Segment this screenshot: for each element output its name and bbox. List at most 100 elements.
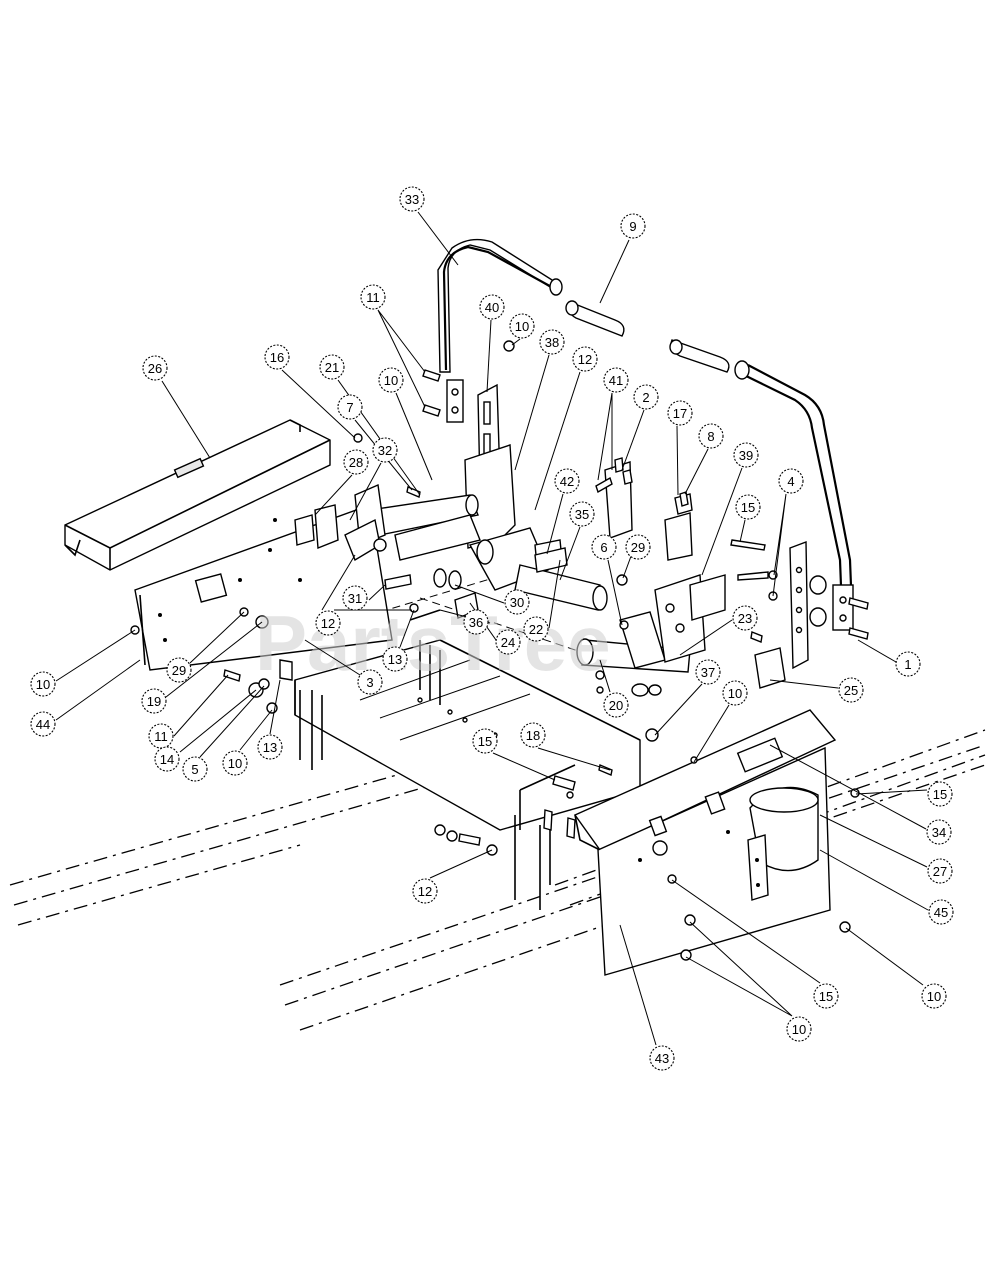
callout-8: 8: [698, 423, 724, 449]
callout-circle: [343, 449, 369, 475]
callout-label: 5: [191, 762, 198, 777]
callout-circle: [554, 468, 580, 494]
callout-38: 38: [539, 329, 565, 355]
callout-20: 20: [603, 692, 629, 718]
callout-label: 40: [485, 300, 499, 315]
callout-5: 5: [182, 756, 208, 782]
callout-circle: [154, 746, 180, 772]
callout-label: 19: [147, 694, 161, 709]
callout-3: 3: [357, 669, 383, 695]
callout-16: 16: [264, 344, 290, 370]
callout-label: 10: [384, 373, 398, 388]
callout-circle: [921, 983, 947, 1009]
bracket-4: [754, 540, 809, 689]
callout-14: 14: [154, 746, 180, 772]
callout-22: 22: [523, 616, 549, 642]
callout-circle: [357, 669, 383, 695]
right-shaft-assembly: [576, 574, 726, 697]
callout-35: 35: [569, 501, 595, 527]
callout-label: 39: [739, 448, 753, 463]
callout-label: 28: [349, 455, 363, 470]
callout-label: 21: [325, 360, 339, 375]
callout-circle: [399, 186, 425, 212]
callout-label: 10: [36, 677, 50, 692]
callout-30: 30: [504, 589, 530, 615]
callout-label: 16: [270, 350, 284, 365]
callout-label: 35: [575, 507, 589, 522]
callout-31: 31: [342, 585, 368, 611]
callout-circle: [633, 384, 659, 410]
callout-12: 12: [315, 610, 341, 636]
callout-label: 15: [741, 500, 755, 515]
callout-circle: [928, 899, 954, 925]
callout-45: 45: [928, 899, 954, 925]
callout-label: 10: [792, 1022, 806, 1037]
leader-lines: [55, 211, 929, 1046]
callout-10: 10: [786, 1016, 812, 1042]
callout-circle: [786, 1016, 812, 1042]
callout-circle: [667, 400, 693, 426]
callout-15: 15: [472, 728, 498, 754]
callout-circle: [342, 585, 368, 611]
callout-label: 1: [904, 657, 911, 672]
callout-label: 8: [707, 429, 714, 444]
callout-label: 15: [819, 989, 833, 1004]
callout-circle: [778, 468, 804, 494]
callout-33: 33: [399, 186, 425, 212]
callout-label: 10: [728, 686, 742, 701]
callout-circle: [412, 878, 438, 904]
callout-26: 26: [142, 355, 168, 381]
callout-29: 29: [166, 657, 192, 683]
callout-label: 25: [844, 683, 858, 698]
callout-circle: [182, 756, 208, 782]
left-shaft-assembly: [294, 483, 481, 562]
callout-circle: [319, 354, 345, 380]
callout-circle: [264, 344, 290, 370]
callout-circle: [337, 394, 363, 420]
callout-label: 42: [560, 474, 574, 489]
callout-circle: [620, 213, 646, 239]
callout-label: 6: [600, 540, 607, 555]
callout-label: 33: [405, 192, 419, 207]
callout-6: 6: [591, 534, 617, 560]
callout-circle: [735, 494, 761, 520]
callout-label: 9: [629, 219, 636, 234]
callout-circle: [472, 728, 498, 754]
callout-label: 44: [36, 717, 50, 732]
callout-label: 29: [172, 663, 186, 678]
callout-15: 15: [813, 983, 839, 1009]
callout-circle: [382, 646, 408, 672]
callout-18: 18: [520, 722, 546, 748]
callout-10: 10: [509, 313, 535, 339]
callout-circle: [539, 329, 565, 355]
callout-circle: [927, 781, 953, 807]
callout-circle: [895, 651, 921, 677]
callout-circle: [838, 677, 864, 703]
callout-label: 12: [418, 884, 432, 899]
callout-circle: [30, 671, 56, 697]
callout-10: 10: [222, 750, 248, 776]
callout-9: 9: [620, 213, 646, 239]
callout-circle: [520, 722, 546, 748]
callout-circle: [315, 610, 341, 636]
callout-15: 15: [735, 494, 761, 520]
callout-circle: [479, 294, 505, 320]
callout-circle: [722, 680, 748, 706]
callout-24: 24: [495, 629, 521, 655]
callout-circle: [257, 734, 283, 760]
callout-circle: [569, 501, 595, 527]
callout-label: 37: [701, 665, 715, 680]
callout-label: 3: [366, 675, 373, 690]
callout-label: 11: [366, 290, 380, 305]
callout-4: 4: [778, 468, 804, 494]
callout-circle: [166, 657, 192, 683]
callout-28: 28: [343, 449, 369, 475]
callout-39: 39: [733, 442, 759, 468]
callout-label: 12: [578, 352, 592, 367]
callout-label: 10: [515, 319, 529, 334]
callout-37: 37: [695, 659, 721, 685]
callout-label: 27: [933, 864, 947, 879]
callout-10: 10: [921, 983, 947, 1009]
